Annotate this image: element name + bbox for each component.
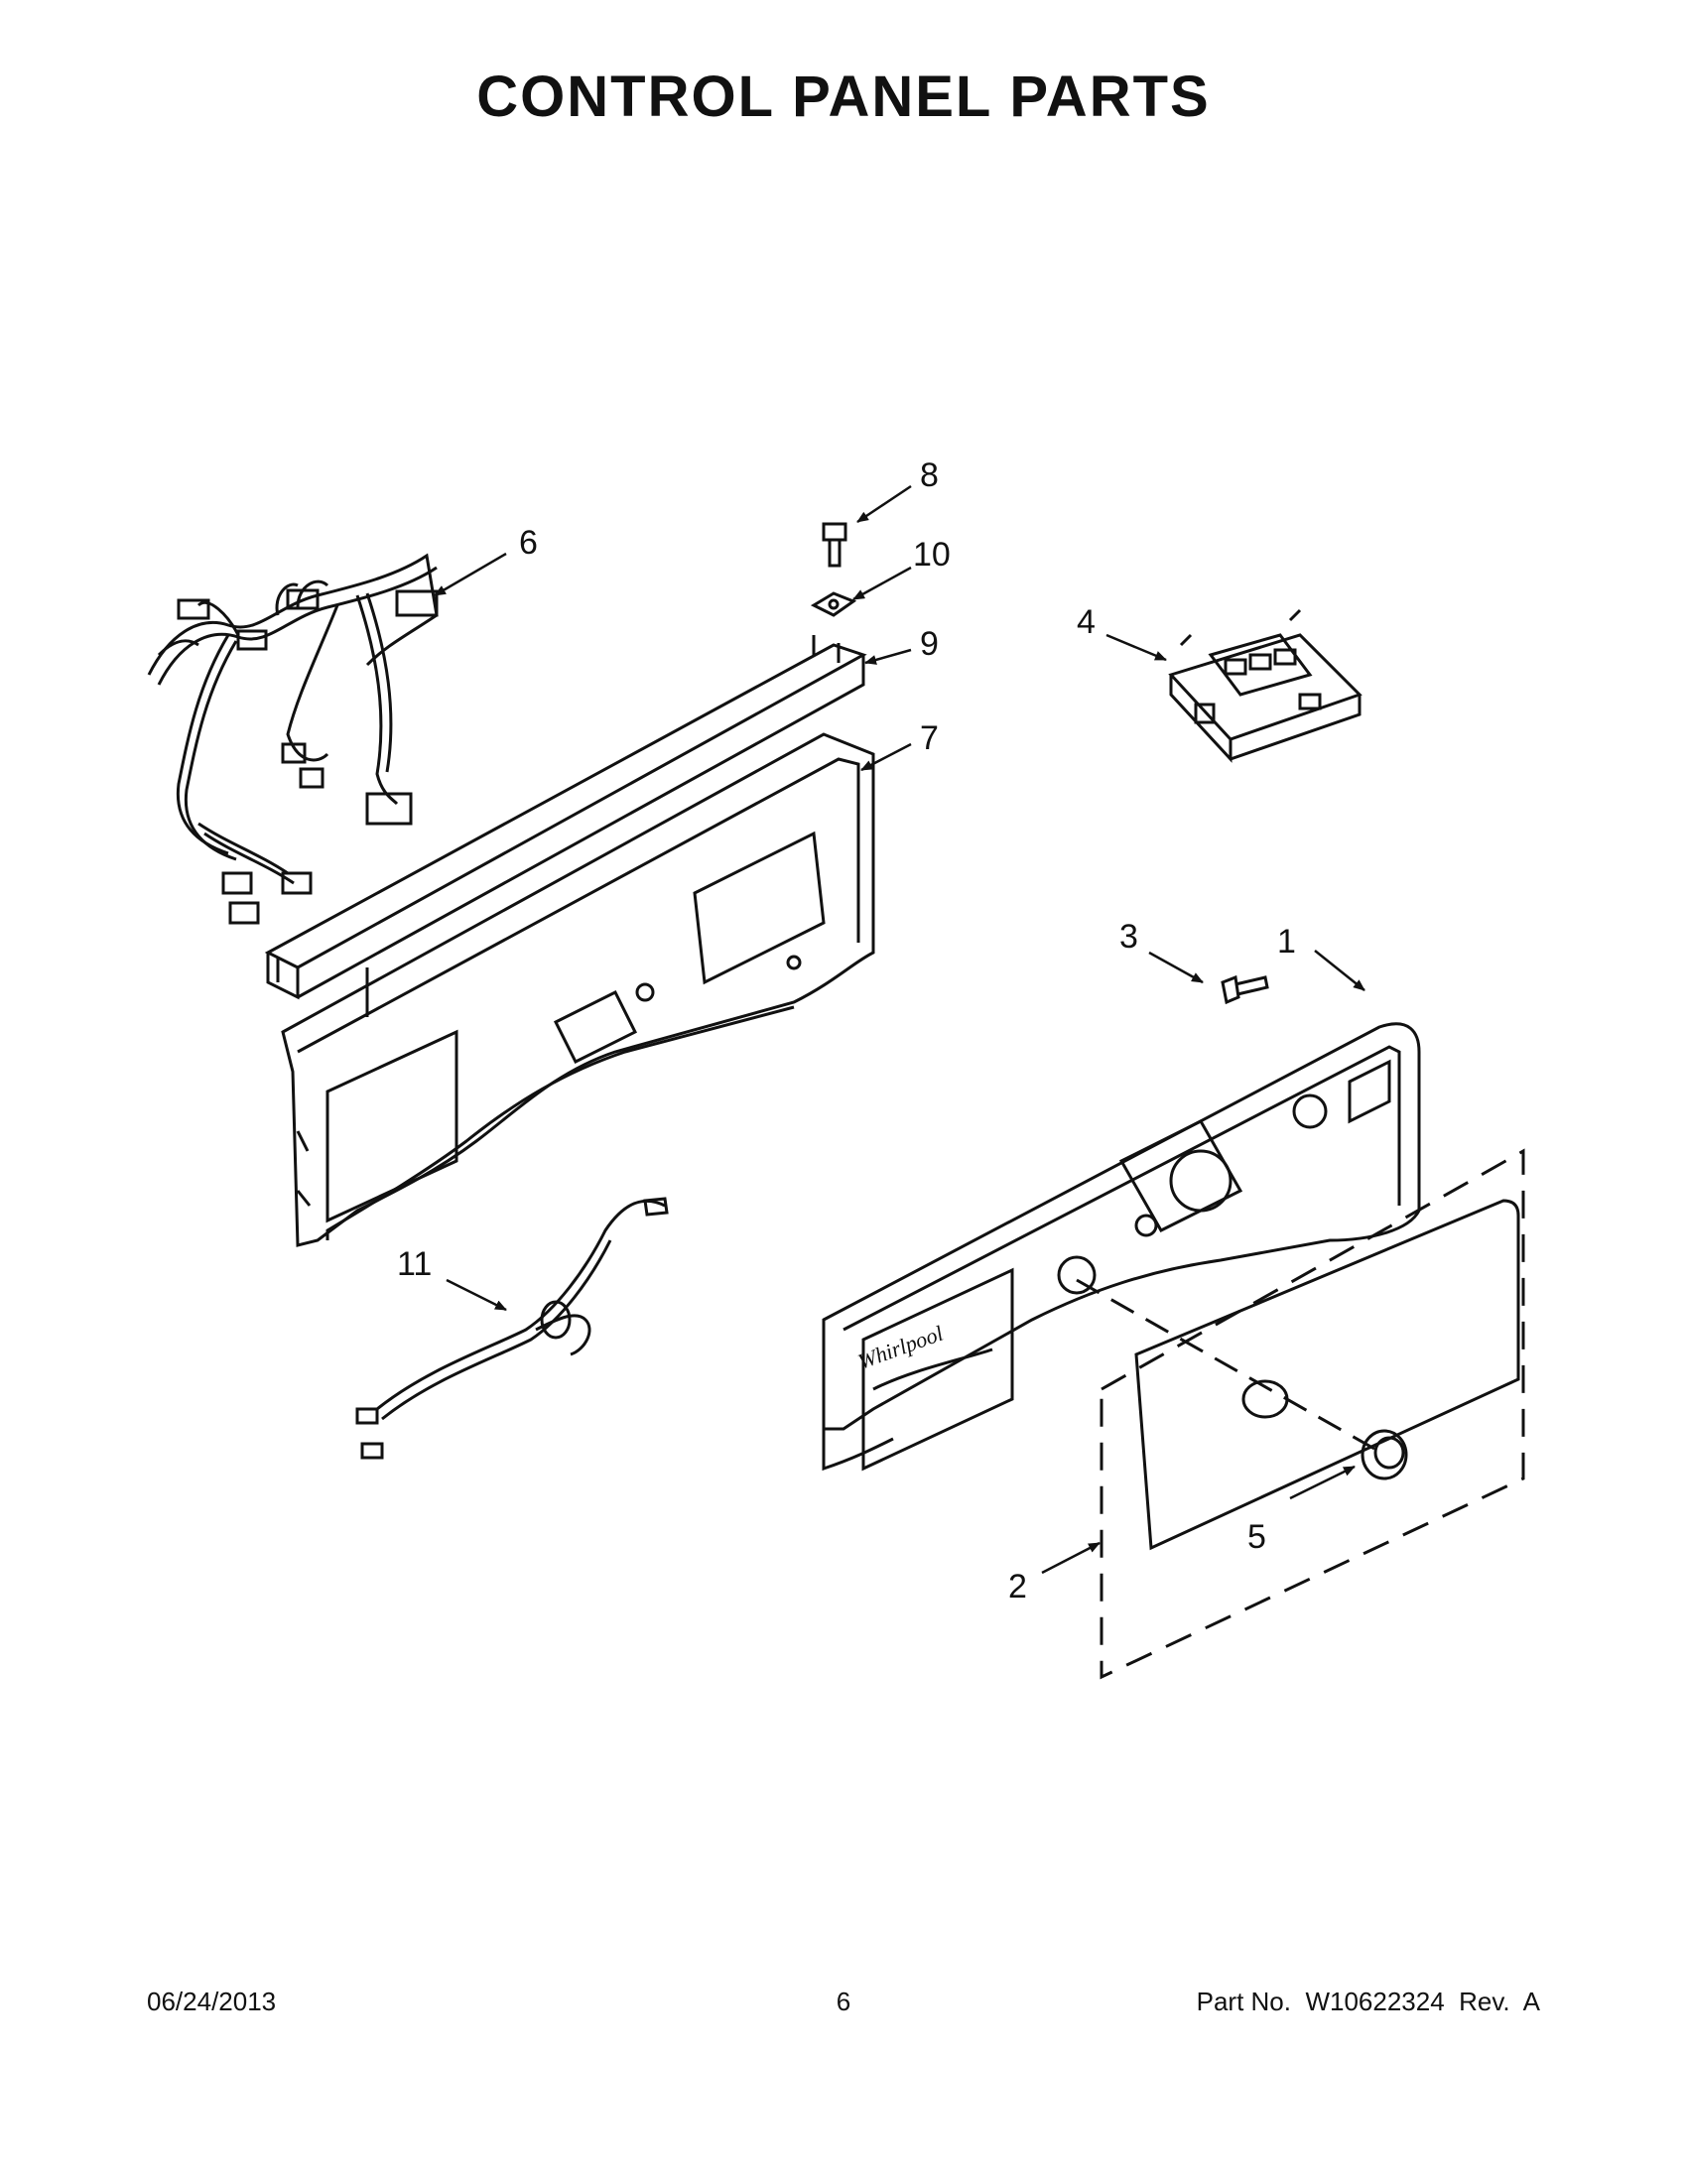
screw-part-3 — [1221, 974, 1269, 1005]
callout-9: 9 — [920, 625, 939, 663]
callout-11: 11 — [397, 1245, 432, 1283]
console-front-part: Whirlpool — [822, 1022, 1421, 1472]
screw-part — [822, 522, 847, 568]
callout-7: 7 — [920, 719, 939, 757]
leader-9 — [864, 648, 912, 665]
leader-11 — [446, 1278, 507, 1312]
sensor-harness-part — [355, 1197, 669, 1460]
leader-7 — [860, 742, 912, 772]
leader-lines — [434, 484, 1365, 1575]
leader-8 — [856, 484, 912, 524]
leader-6 — [434, 552, 507, 597]
page-title: CONTROL PANEL PARTS — [476, 64, 1211, 129]
callout-4: 4 — [1077, 603, 1096, 641]
callout-5: 5 — [1247, 1518, 1266, 1556]
wiring-harness-part — [147, 553, 439, 925]
callout-8: 8 — [920, 456, 939, 494]
knob-part — [1361, 1429, 1408, 1480]
leader-1 — [1314, 950, 1365, 991]
leader-2 — [1041, 1541, 1101, 1575]
alignment-line — [1076, 1278, 1375, 1451]
footer-date: 06/24/2013 — [147, 1987, 277, 2016]
assembly-boundary — [1100, 1148, 1525, 1680]
leader-4 — [1105, 633, 1167, 662]
callout-1: 1 — [1277, 923, 1296, 961]
clip-part — [810, 591, 857, 617]
leader-5 — [1289, 1465, 1356, 1500]
footer-page-number: 6 — [836, 1987, 851, 2016]
leader-10 — [852, 566, 912, 601]
footer-part-number: Part No. W10622324 Rev. A — [1196, 1987, 1540, 2016]
console-panel-part — [281, 732, 875, 1247]
overlay-part — [1134, 1199, 1520, 1551]
control-board-part — [1168, 608, 1363, 763]
leader-3 — [1148, 951, 1204, 984]
control-bracket-part — [264, 635, 867, 1000]
callout-3: 3 — [1119, 918, 1138, 956]
callout-6: 6 — [519, 524, 538, 562]
callout-10: 10 — [913, 536, 951, 574]
callout-2: 2 — [1008, 1568, 1027, 1606]
